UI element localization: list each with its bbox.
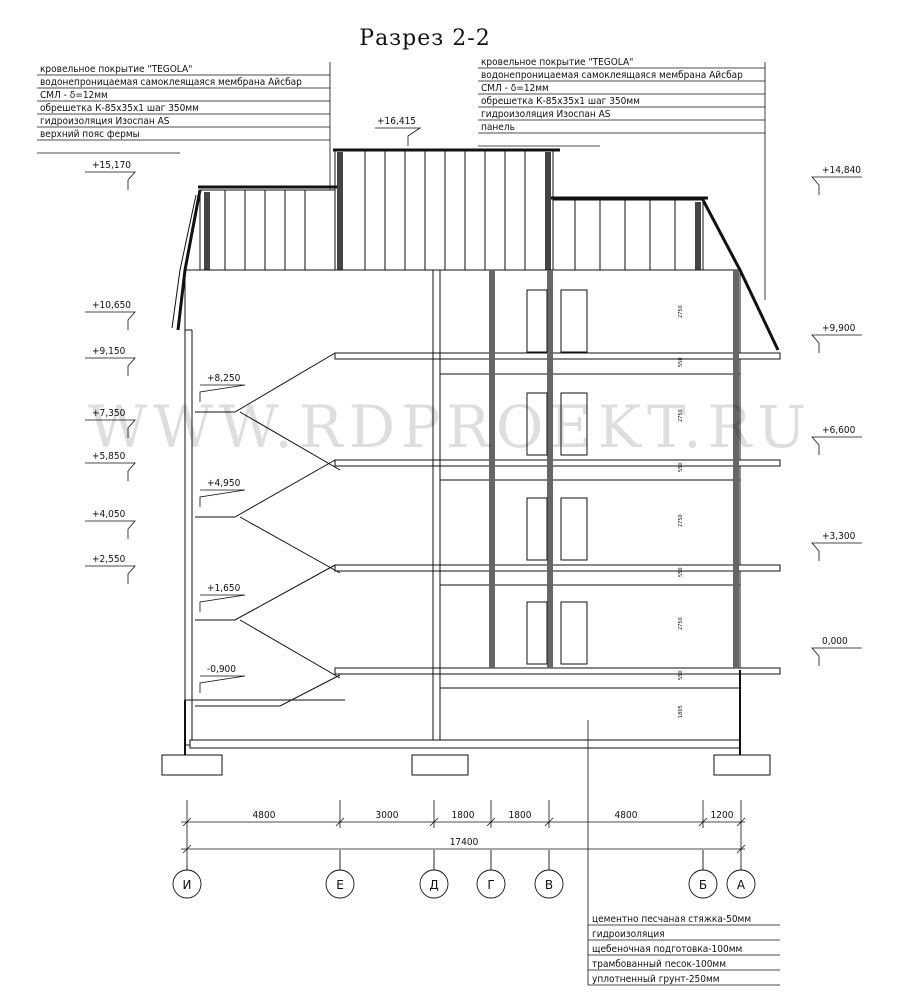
dim-span-6: 1200 [711,810,734,821]
note-right-5: гидроизоляция Изоспан AS [481,109,611,120]
note-bottom-3: щебеночная подготовка-100мм [592,943,742,955]
level-right-3: +6,600 [822,425,856,436]
level-top: +16,415 [377,116,416,127]
level-stair-4: -0,900 [207,664,236,675]
dim-h4: 550 [678,462,684,472]
dim-span-3: 1800 [452,810,475,821]
axis-label-1: И [183,878,192,892]
level-left-5: +5,850 [92,451,126,462]
axis-markers [172,850,756,899]
vertical-dims: 2750 550 2750 550 2750 550 2750 550 1805 [678,305,684,718]
level-left-3: +9,150 [92,346,126,357]
level-left-6: +4,050 [92,509,126,520]
drawing-title: Разрез 2-2 [359,26,490,51]
note-left-3: СМЛ - δ=12мм [40,90,108,101]
axis-label-7: А [737,878,746,892]
dim-total: 17400 [450,837,479,848]
dim-h1: 2750 [678,305,684,318]
note-bottom-2: гидроизоляция [592,929,665,940]
notes-left-text: кровельное покрытие "TEGOLA" водонепрони… [40,64,302,140]
axis-label-5: В [545,878,553,892]
level-right-4: +3,300 [822,531,856,542]
watermark: WWW.RDPROEKT.RU [88,393,812,461]
axis-label-4: Г [487,878,494,892]
dim-h3: 2750 [678,409,684,422]
level-markers-left [85,171,136,584]
dim-h5: 2750 [678,514,684,527]
dim-span-4: 1800 [509,810,532,821]
level-right-5: 0,000 [822,636,848,647]
notes-right [478,62,766,300]
axis-label-3: Д [429,878,438,892]
level-left-1: +15,170 [92,160,131,171]
note-left-5: гидроизоляция Изоспан AS [40,116,170,127]
dim-span-2: 3000 [376,810,399,821]
note-left-4: обрешетка К-85x35x1 шаг 350мм [40,102,199,114]
level-left-4: +7,350 [92,408,126,419]
dim-h7: 2750 [678,617,684,630]
axis-label-6: Б [699,878,707,892]
notes-right-text: кровельное покрытие "TEGOLA" водонепрони… [481,57,743,133]
dim-h2: 550 [678,357,684,367]
notes-left [37,62,331,191]
note-left-6: верхний пояс фермы [40,129,140,140]
dim-span-1: 4800 [253,810,276,821]
dim-h9: 1805 [678,705,684,718]
note-right-3: СМЛ - δ=12мм [481,83,549,94]
notes-bottom [587,720,780,986]
level-markers-right [811,176,862,666]
dim-h8: 550 [678,670,684,680]
dim-h6: 550 [678,567,684,577]
axis-label-2: Е [336,878,344,892]
note-left-2: водонепроницаемая самоклеящаяся мембрана… [40,76,302,88]
note-right-6: панель [481,122,515,133]
note-right-1: кровельное покрытие "TEGOLA" [481,57,633,68]
note-right-4: обрешетка К-85x35x1 шаг 350мм [481,95,640,107]
level-stair-3: +1,650 [207,583,241,594]
note-bottom-5: уплотненный грунт-250мм [592,974,720,985]
level-left-2: +10,650 [92,300,131,311]
level-right-2: +9,900 [822,323,856,334]
level-right-1: +14,840 [822,165,861,176]
note-bottom-1: цементно песчаная стяжка-50мм [592,914,751,925]
note-left-1: кровельное покрытие "TEGOLA" [40,64,192,75]
note-right-2: водонепроницаемая самоклеящаяся мембрана… [481,69,743,81]
level-stair-2: +4,950 [207,478,241,489]
level-markers-stair [199,127,422,693]
note-bottom-4: трамбованный песок-100мм [592,958,726,970]
level-left-7: +2,550 [92,554,126,565]
dim-span-5: 4800 [615,810,638,821]
level-stair-1: +8,250 [207,373,241,384]
dimension-lines [181,800,746,865]
building-section [161,148,781,776]
